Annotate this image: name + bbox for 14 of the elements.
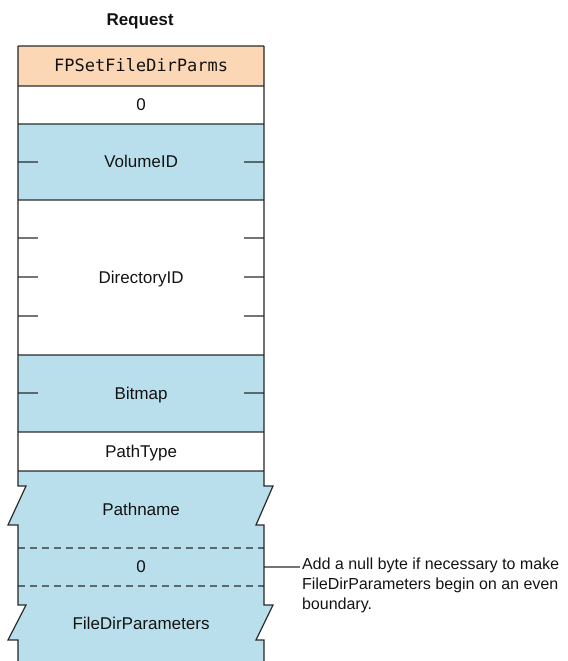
- field-label: Bitmap: [114, 384, 168, 404]
- field-label: Pathname: [101, 500, 181, 520]
- packet-field: [8, 471, 274, 548]
- note-text: Add a null byte if necessary to make FileDirParameters begin on an even boundary.: [302, 555, 564, 615]
- field-label: DirectoryID: [97, 268, 184, 288]
- diagram-title: Request: [105, 10, 175, 30]
- field-label: FPSetFileDirParms: [53, 56, 229, 76]
- field-label: VolumeID: [103, 152, 179, 172]
- field-label: PathType: [104, 442, 178, 462]
- field-label: 0: [135, 95, 147, 115]
- field-label: FileDirParameters: [72, 614, 210, 634]
- packet-field: [8, 586, 274, 661]
- field-label: 0: [135, 557, 147, 577]
- leader-line: [264, 566, 300, 568]
